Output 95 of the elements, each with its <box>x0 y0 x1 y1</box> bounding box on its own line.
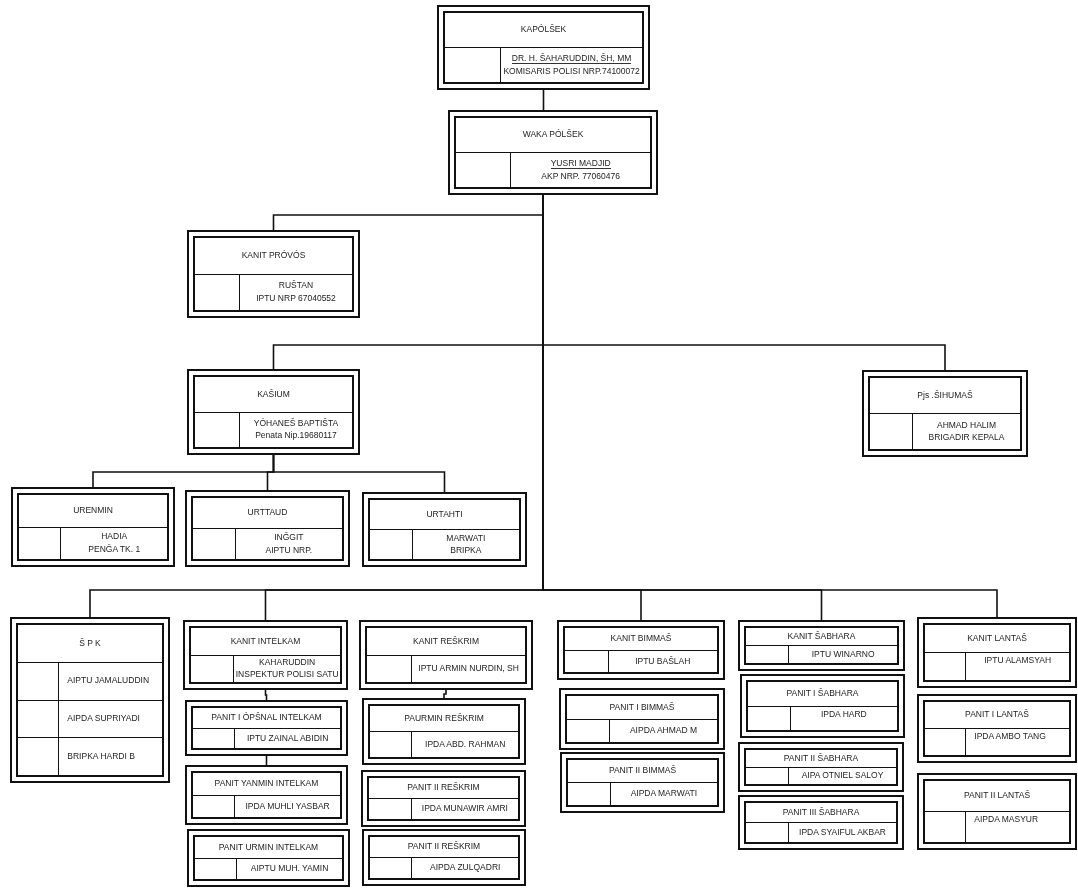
position-title: KANIT ŠABHARA <box>787 631 856 642</box>
rank-text: IPTU NRP 67040552 <box>256 293 336 304</box>
position-box <box>185 700 348 756</box>
position-title: PANIT I ÓPŠNAL INTELKAM <box>211 713 322 723</box>
position-title: PANIT URMIN INTELKAM <box>218 842 319 852</box>
rank-text: AIPTU NRP. <box>265 545 313 555</box>
rank-text: AKP NRP. 77060476 <box>541 172 620 182</box>
position-title: PAURMIN REŠKRIM <box>404 713 484 724</box>
position-title: KANIT REŠKRIM <box>413 636 479 646</box>
position-box <box>560 752 725 813</box>
position-box <box>738 620 905 671</box>
rank-text: Penata Nip.19680117 <box>255 431 337 441</box>
person-name: IPDA SYAIFUL AKBAR <box>799 827 886 838</box>
position-box <box>183 620 348 690</box>
person-name: IPDA HARD <box>820 709 867 719</box>
position-title: PANIT I BIMMAŠ <box>609 702 675 712</box>
position-box <box>187 369 360 455</box>
connector-line <box>443 689 447 699</box>
person-name: IPTU WINARNO <box>811 649 875 660</box>
rank-text: BRIPKA <box>450 546 482 556</box>
position-box <box>362 492 527 567</box>
person-name: IPTU BAŠLAH <box>635 656 691 666</box>
position-title: PANIT I ŠABHARA <box>786 689 859 699</box>
position-title: KAPÓLŠEK <box>520 25 567 35</box>
position-box <box>917 694 1077 763</box>
position-title: URTTAUD <box>247 508 288 518</box>
person-name: IPDA MUNAWIR AMRI <box>421 804 508 814</box>
position-title: KANIT INTELKAM <box>230 636 301 646</box>
person-name: AIPTU MUH. YAMIN <box>250 864 329 874</box>
person-name: IPDA ABD. RAHMAN <box>425 739 506 750</box>
position-box <box>448 110 658 195</box>
person-name: AIPTU JAMALUDDIN <box>67 676 150 686</box>
position-box <box>362 698 526 765</box>
position-box <box>738 795 904 850</box>
position-box <box>361 770 526 827</box>
rank-text: KOMISARIS POLISI NRP.74100072 <box>503 67 640 77</box>
position-box <box>917 617 1077 688</box>
person-name: AIPA OTNIEL SALOY <box>801 771 884 781</box>
position-title: URTAHTI <box>426 509 463 520</box>
person-name: DR. H. ŠAHARUDDIN, ŠH, MM <box>511 53 632 64</box>
position-box <box>917 773 1077 850</box>
position-box <box>740 674 905 738</box>
person-name: IPTU ZAINAL ABIDIN <box>246 733 329 743</box>
position-title: KANIT BIMMAŠ <box>610 634 672 644</box>
position-title: KANIT PRÓVÓS <box>241 251 306 261</box>
position-title: KANIT LANTAŠ <box>967 633 1027 644</box>
position-box <box>559 688 725 750</box>
position-title: PANIT II BIMMAŠ <box>608 766 677 776</box>
position-box <box>185 765 348 825</box>
position-title: PANIT II REŠKRIM <box>407 842 481 852</box>
person-name: BRIPKA HARDI B <box>67 751 135 762</box>
rank-text: BRIGADIR KEPALA <box>928 433 1005 443</box>
person-name: AIPDA AHMAD M <box>629 726 698 736</box>
connector-line <box>542 89 545 111</box>
position-title: PANIT II LANTAŠ <box>963 791 1031 801</box>
person-name: YUSRI MADJID <box>550 158 611 169</box>
person-name: IPTU ARMIN NURDIN, SH <box>418 664 519 674</box>
rank-text: INSPEKTUR POLISI SATU <box>235 670 339 680</box>
person-name: RUŠTAN <box>278 281 314 291</box>
position-box <box>359 620 533 690</box>
position-title: URENMIN <box>73 506 113 516</box>
person-name: AHMAD HALIM <box>936 420 996 430</box>
position-box <box>862 370 1028 457</box>
person-name: IPTU ALAMSYAH <box>984 656 1052 666</box>
person-name: YÓHANEŠ BAPTIŠTA <box>253 418 339 429</box>
person-name: IPDA MUHLI YASBAR <box>245 801 330 811</box>
position-box <box>11 487 175 567</box>
person-name: AIPDA ZULQADRI <box>430 863 501 873</box>
position-box <box>10 617 170 783</box>
position-title: KAŠIUM <box>257 389 290 399</box>
position-box <box>187 829 350 887</box>
position-box <box>362 829 526 886</box>
position-title: PANIT III ŠABHARA <box>782 807 860 818</box>
position-title: Š P K <box>79 638 101 649</box>
connector-line <box>272 454 446 493</box>
position-box <box>187 230 360 318</box>
position-title: WAKA PÓLŠEK <box>522 130 584 140</box>
position-box <box>557 620 725 680</box>
person-name: AIPDA SUPRIYADI <box>67 714 140 724</box>
position-title: PANIT YANMIN INTELKAM <box>214 779 319 789</box>
person-name: AIPDA MASYUR <box>974 815 1039 825</box>
person-name: AIPDA MARWATI <box>630 789 698 799</box>
position-box <box>185 490 350 567</box>
rank-text: PENĞA TK. 1 <box>88 544 141 555</box>
person-name: INĞGIT <box>274 533 304 543</box>
person-name: IPDA AMBO TANG <box>974 732 1046 742</box>
position-title: PANIT I LANTAŠ <box>965 710 1029 720</box>
person-name: KAHARUDDIN <box>259 657 316 668</box>
person-name: MARWATI <box>446 533 486 543</box>
position-title: Pjs .ŠIHUMAŠ <box>917 390 973 401</box>
person-name: HADIA <box>101 532 128 542</box>
position-title: PANIT II ŠABHARA <box>783 753 859 763</box>
position-title: PANIT II REŠKRIM <box>407 783 480 793</box>
position-box <box>738 742 904 792</box>
position-box <box>437 5 650 90</box>
